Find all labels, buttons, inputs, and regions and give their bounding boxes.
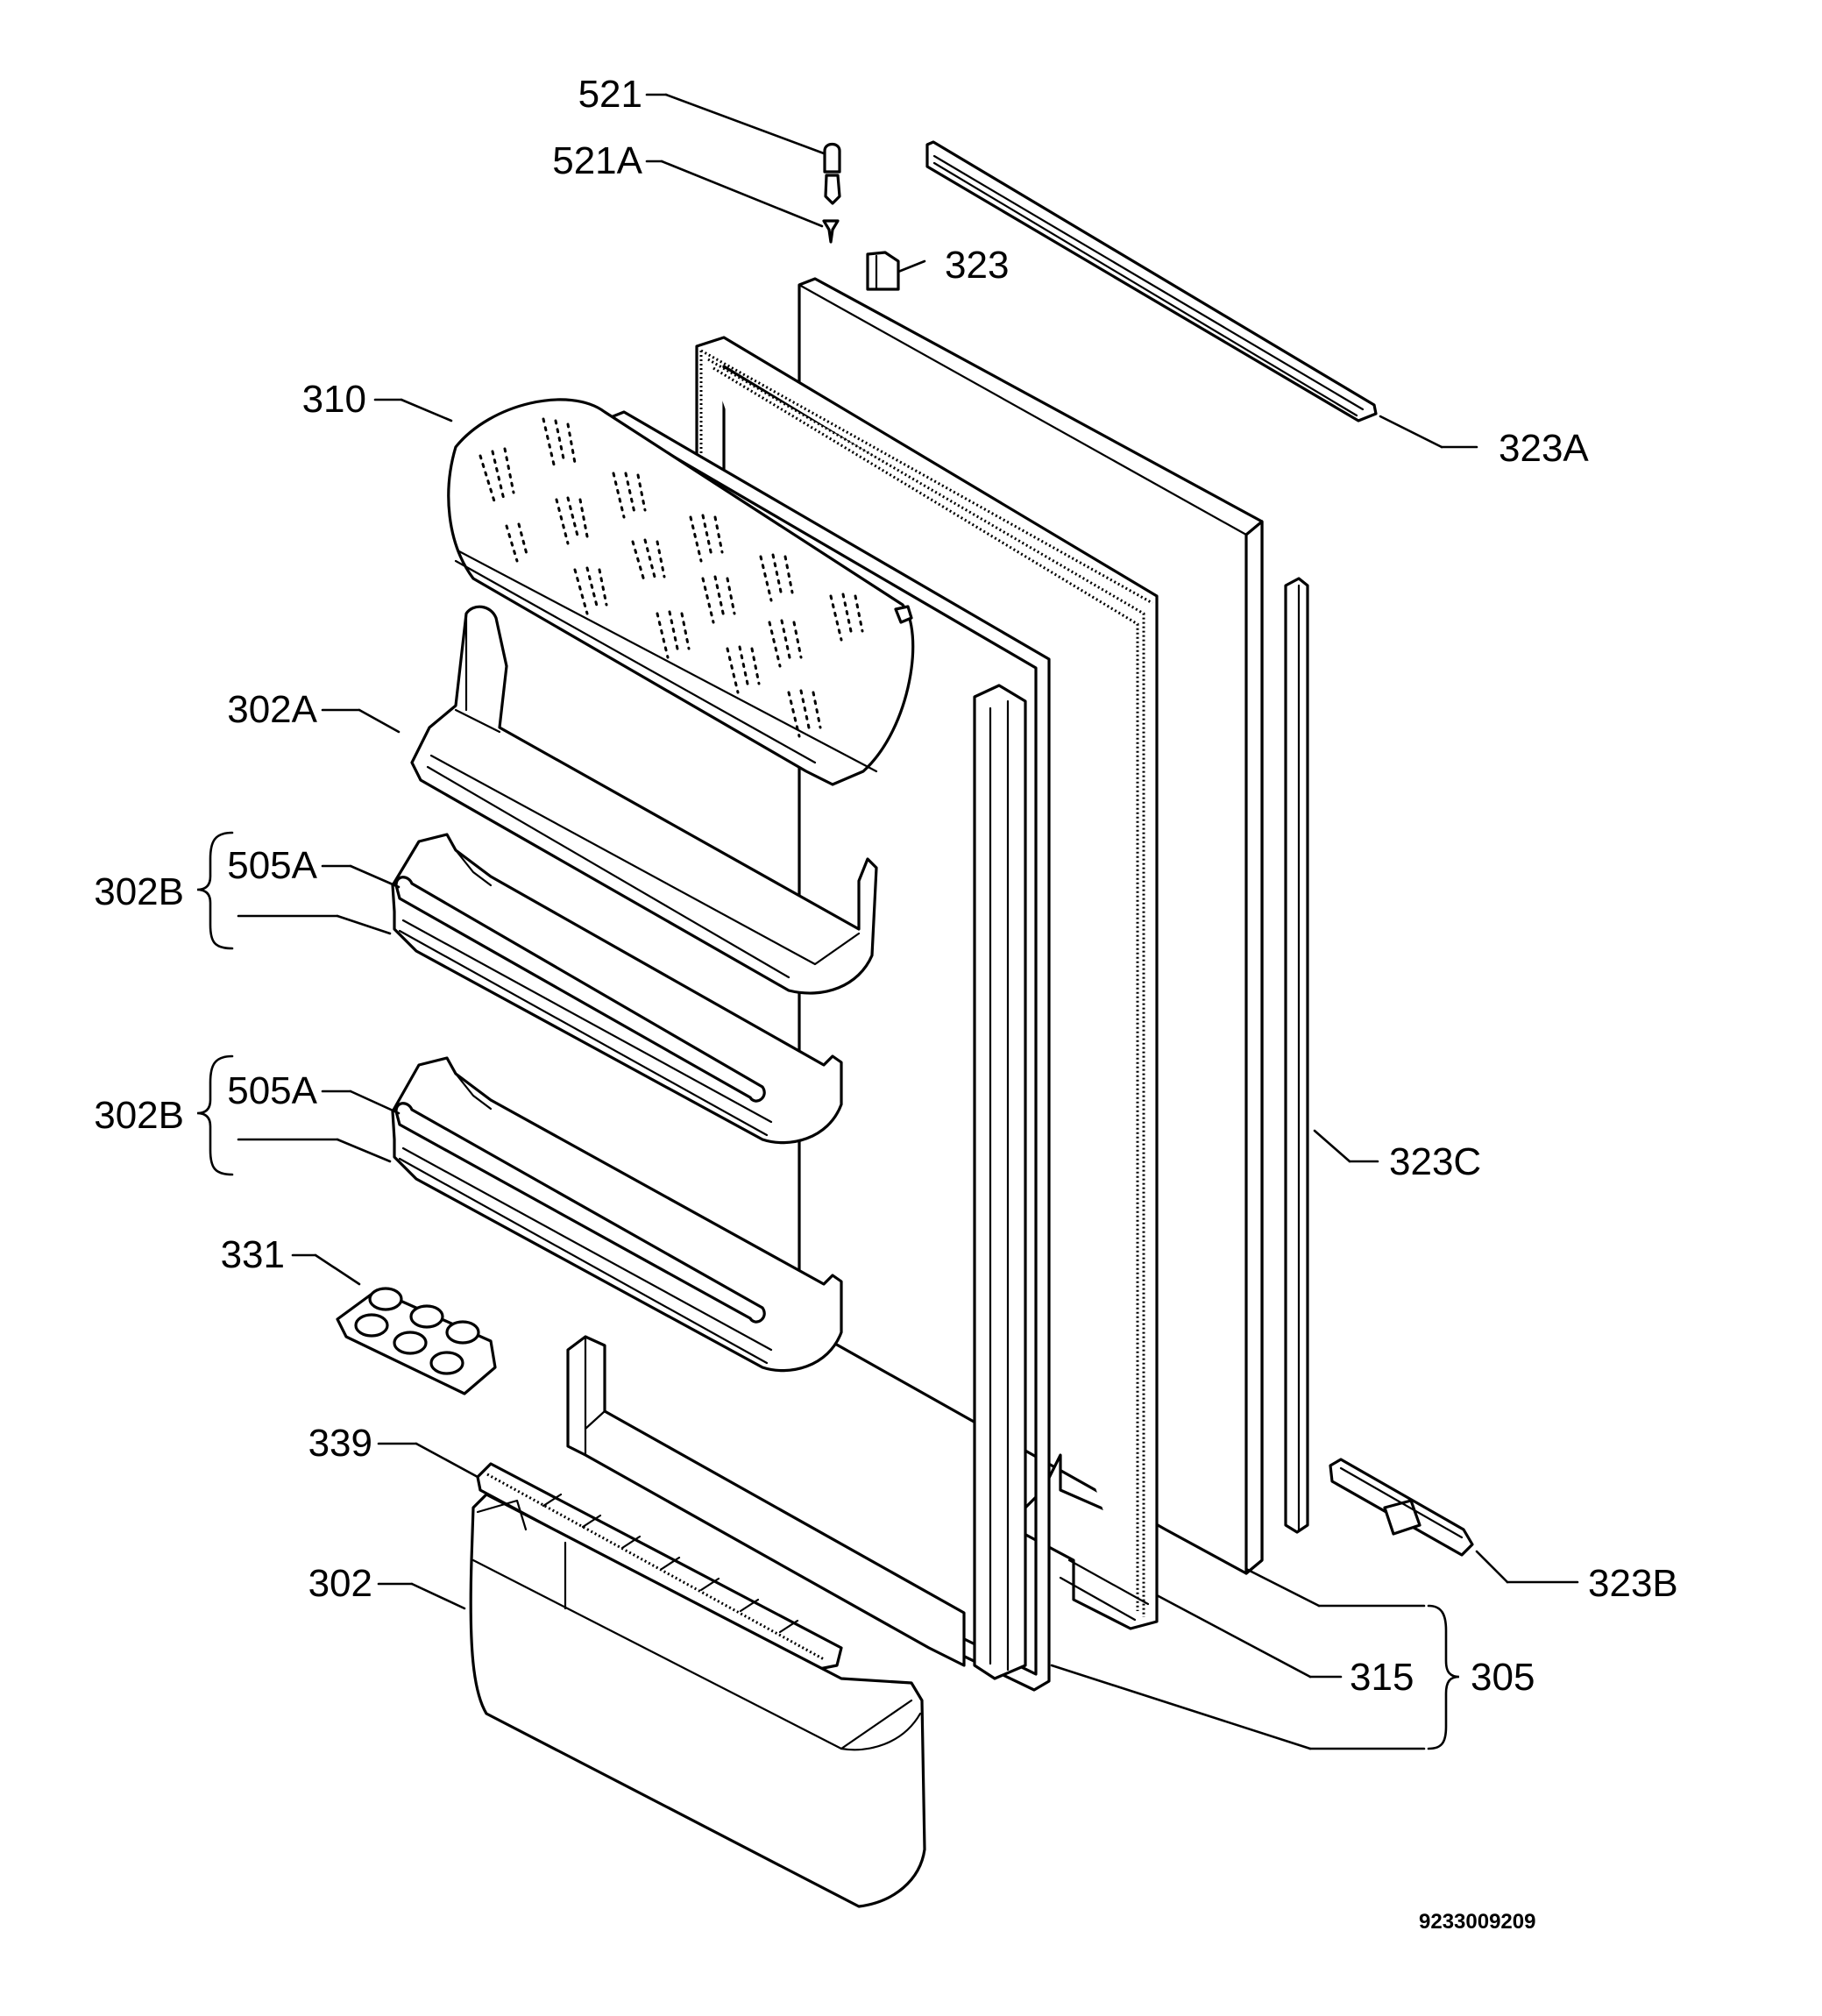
hinge-pin-521 <box>823 142 841 205</box>
drawing-code: 9233009209 <box>1419 1910 1535 1934</box>
callout-323a: 323A <box>1499 427 1589 470</box>
callout-505a-upper: 505A <box>227 844 317 887</box>
top-hinge-rail-323a <box>925 140 1378 422</box>
callout-323: 323 <box>945 244 1009 287</box>
callout-339: 339 <box>308 1422 372 1465</box>
callout-302b-upper: 302B <box>94 870 184 913</box>
egg-tray-331 <box>336 1287 497 1395</box>
callout-521: 521 <box>578 73 642 116</box>
callout-323b: 323B <box>1588 1562 1678 1605</box>
callout-302: 302 <box>308 1562 372 1605</box>
screw-521a <box>822 219 840 244</box>
callout-331: 331 <box>221 1233 285 1276</box>
brace-302b-upper <box>196 831 234 950</box>
door-shelf-302b-upper <box>391 833 843 1145</box>
callout-323c: 323C <box>1389 1140 1481 1183</box>
door-shelf-302b-lower <box>391 1056 843 1373</box>
inner-door-liner <box>566 410 1051 1692</box>
bottle-retainer-339 <box>476 1462 843 1672</box>
callout-302b-lower: 302B <box>94 1094 184 1137</box>
callout-302a: 302A <box>227 688 317 731</box>
leader-lines <box>237 93 1579 1750</box>
brace-305 <box>1427 1604 1460 1750</box>
callout-315: 315 <box>1350 1656 1414 1699</box>
hinge-bracket-323 <box>866 251 900 291</box>
brace-302b-lower <box>196 1054 234 1176</box>
bottom-hinge-323b <box>1329 1458 1474 1557</box>
side-strip-323c <box>1284 577 1309 1534</box>
bottle-shelf-302 <box>469 1493 926 1908</box>
callout-305: 305 <box>1471 1656 1535 1699</box>
callout-310: 310 <box>302 378 366 421</box>
callout-521a: 521A <box>552 139 642 182</box>
callout-505a-lower: 505A <box>227 1069 317 1112</box>
door-shelf-302a <box>410 605 878 995</box>
dairy-cover-310 <box>447 398 915 786</box>
